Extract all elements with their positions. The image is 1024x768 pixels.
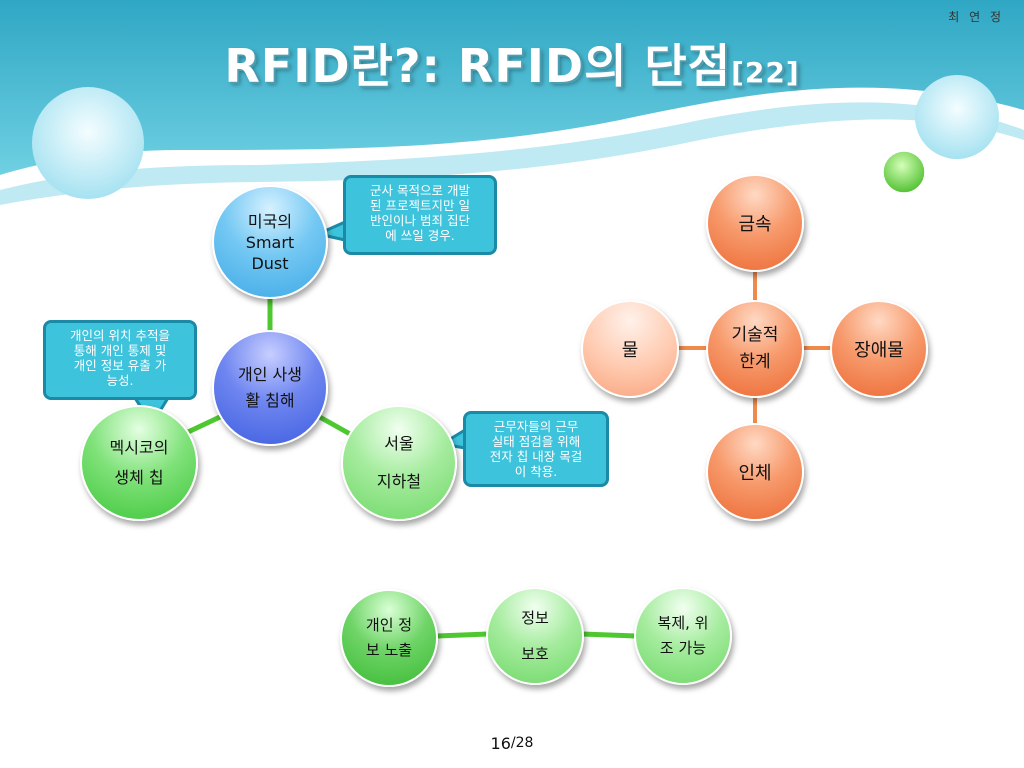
- node-obstacle: 장애물: [830, 300, 928, 398]
- node-label: Dust: [251, 253, 289, 273]
- node-label: 장애물: [854, 340, 904, 361]
- callout-smart-dust: 군사 목적으로 개발 된 프로젝트지만 일 반인이나 범죄 집단 에 쓰일 경우…: [343, 175, 497, 255]
- node-label: 물: [621, 340, 639, 361]
- node-label: 미국의: [247, 211, 293, 231]
- node-human-body: 인체: [706, 423, 804, 521]
- callout-text: 군사 목적으로 개발: [370, 183, 470, 198]
- connector-line: [581, 631, 637, 639]
- node-label: 서울: [384, 434, 414, 453]
- node-label: 정보: [521, 609, 549, 627]
- callout-subway: 근무자들의 근무 실태 점검을 위해 전자 칩 내장 목걸 이 착용.: [463, 411, 609, 487]
- node-label: 조 가능: [659, 639, 707, 657]
- callout-text: 전자 칩 내장 목걸: [489, 449, 583, 464]
- callout-text: 근무자들의 근무: [493, 419, 579, 434]
- title-reference: [22]: [731, 56, 800, 89]
- node-privacy-invasion: 개인 사생 활 침해: [212, 330, 328, 446]
- title-main: RFID란?: RFID의 단점: [224, 39, 732, 93]
- node-label: 개인 정: [365, 616, 413, 634]
- author-name: 최 연 정: [948, 10, 1004, 24]
- callout-text: 개인 정보 유출 가: [73, 358, 167, 373]
- node-technical-limits: 기술적 한계: [706, 300, 804, 398]
- node-label: 개인 사생: [238, 365, 302, 384]
- connector-line: [316, 413, 352, 437]
- connector-line: [186, 413, 224, 435]
- callout-text: 개인의 위치 추적을: [70, 328, 170, 343]
- node-metal: 금속: [706, 174, 804, 272]
- connector-line: [436, 631, 489, 639]
- bubble-right: [915, 75, 999, 159]
- callout-text: 이 착용.: [514, 464, 558, 479]
- node-label: 활 침해: [245, 391, 295, 410]
- page-total: /28: [510, 735, 534, 751]
- node-label: Smart: [245, 232, 295, 252]
- callout-text: 반인이나 범죄 집단: [370, 213, 470, 228]
- node-label: 한계: [739, 352, 771, 372]
- node-personal-info-leak: 개인 정 보 노출: [340, 589, 438, 687]
- node-label: 보호: [521, 645, 549, 663]
- node-mexico-biochip: 멕시코의 생체 칩: [80, 405, 198, 521]
- node-cloning-forgery: 복제, 위 조 가능: [634, 587, 732, 685]
- node-label: 복제, 위: [657, 614, 709, 632]
- callout-text: 에 쓰일 경우.: [385, 228, 455, 243]
- callout-text: 통해 개인 통제 및: [73, 343, 167, 358]
- callout-mexico: 개인의 위치 추적을 통해 개인 통제 및 개인 정보 유출 가 능성.: [43, 320, 197, 400]
- page-number: 16/28: [0, 734, 1024, 753]
- slide-title: RFID란?: RFID의 단점[22]: [0, 30, 1024, 96]
- node-smart-dust: 미국의 Smart Dust: [212, 185, 328, 299]
- node-label: 인체: [738, 463, 772, 484]
- bubble-left: [32, 87, 144, 199]
- node-label: 생체 칩: [114, 468, 164, 487]
- page-current: 16: [490, 734, 511, 753]
- callout-text: 능성.: [106, 373, 134, 388]
- node-label: 보 노출: [365, 641, 413, 659]
- node-label: 금속: [738, 214, 772, 235]
- node-label: 기술적: [731, 325, 779, 345]
- callout-text: 실태 점검을 위해: [491, 434, 581, 449]
- node-seoul-subway: 서울 지하철: [341, 405, 457, 521]
- node-water: 물: [581, 300, 679, 398]
- node-label: 지하철: [376, 472, 422, 491]
- node-info-protection: 정보 보호: [486, 587, 584, 685]
- green-ball: [882, 150, 926, 194]
- callout-text: 된 프로젝트지만 일: [370, 198, 470, 213]
- node-label: 멕시코의: [109, 438, 169, 457]
